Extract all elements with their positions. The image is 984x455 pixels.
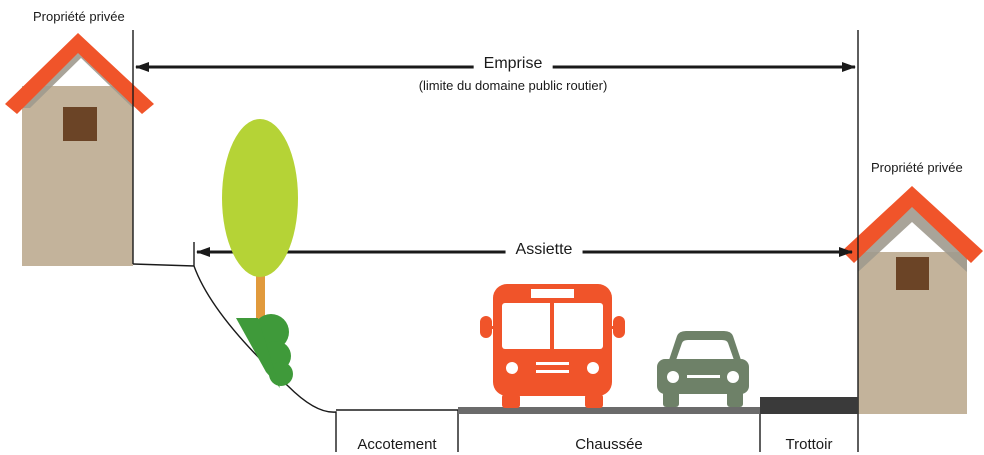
- car-icon: [657, 331, 749, 407]
- chaussee-label: Chaussée: [575, 436, 643, 453]
- emprise-subtitle: (limite du domaine public routier): [418, 78, 608, 93]
- property-right-label: Propriété privée: [871, 160, 963, 175]
- accotement-label: Accotement: [357, 436, 437, 453]
- ground-profile-line: [132, 242, 458, 452]
- sidewalk-surface: [760, 397, 858, 414]
- trottoir-label: Trottoir: [785, 436, 833, 453]
- property-left-label: Propriété privée: [33, 9, 125, 24]
- house-icon: [5, 33, 154, 266]
- bush-icon: [236, 314, 293, 388]
- assiette-label: Assiette: [505, 241, 583, 259]
- tree-icon: [222, 119, 298, 328]
- chaussee-surface: [458, 407, 760, 414]
- house-icon: [842, 186, 983, 414]
- emprise-label: Emprise: [473, 55, 553, 73]
- bus-icon: [480, 284, 625, 408]
